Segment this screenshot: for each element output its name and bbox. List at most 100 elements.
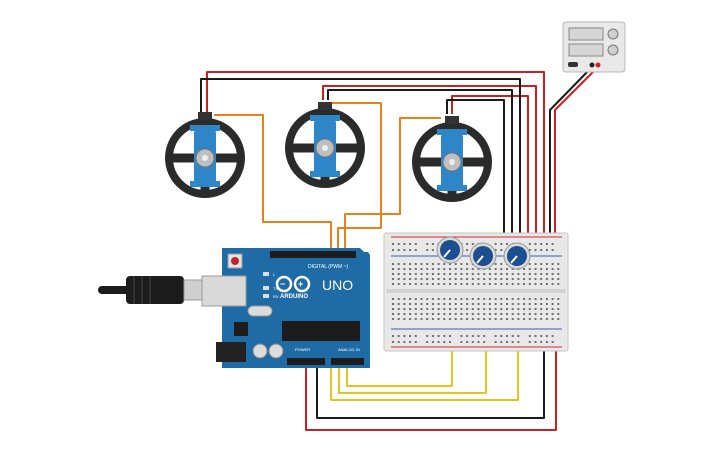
digital-header — [270, 251, 356, 258]
breadboard-hole — [454, 283, 457, 285]
breadboard-hole — [511, 298, 514, 300]
breadboard-hole — [534, 268, 537, 270]
breadboard-hole — [426, 298, 429, 300]
breadboard-hole — [409, 313, 412, 315]
breadboard-hole — [426, 268, 429, 270]
arduino-uno-board[interactable]: − + ARDUINO UNO DIGITAL (PWM ~) TX RX L … — [201, 248, 370, 368]
digital-header-label: DIGITAL (PWM ~) — [308, 264, 348, 270]
wire-power-servo-1[interactable] — [206, 71, 545, 240]
dc-power-supply[interactable] — [562, 21, 626, 73]
breadboard-hole — [540, 249, 543, 251]
servo-motor-3[interactable] — [412, 116, 492, 202]
breadboard-hole — [443, 313, 446, 315]
usb-chip — [234, 322, 248, 336]
breadboard-hole — [471, 335, 474, 337]
breadboard-hole — [528, 308, 531, 310]
breadboard-hole — [488, 318, 491, 320]
breadboard-hole — [397, 268, 400, 270]
breadboard-hole — [466, 268, 469, 270]
breadboard-hole — [471, 303, 474, 305]
breadboard-hole — [414, 273, 417, 275]
usb-plug-body — [126, 276, 184, 304]
breadboard-hole — [534, 278, 537, 280]
breadboard-hole — [443, 341, 446, 343]
wire-supply-negative[interactable] — [549, 66, 593, 240]
breadboard-hole — [454, 318, 457, 320]
positive-terminal[interactable] — [595, 62, 601, 68]
breadboard-hole — [392, 273, 394, 275]
usb-cable[interactable] — [98, 276, 211, 304]
breadboard-hole — [392, 278, 394, 280]
analog-header — [331, 358, 364, 365]
breadboard-hole — [466, 278, 469, 280]
breadboard-hole — [403, 268, 406, 270]
potentiometer-1[interactable] — [436, 236, 464, 264]
breadboard-hole — [557, 273, 560, 275]
wire-supply-positive[interactable] — [554, 66, 599, 240]
wire-power-servo-2[interactable] — [322, 85, 537, 240]
breadboard-hole — [409, 303, 412, 305]
breadboard-hole — [500, 249, 503, 251]
voltage-knob[interactable] — [607, 28, 619, 40]
breadboard-hole — [409, 335, 412, 337]
wire-arduino-5v[interactable] — [305, 342, 557, 431]
breadboard-hole — [494, 303, 497, 305]
wire-ground-servo-1[interactable] — [200, 78, 521, 240]
potentiometer-2[interactable] — [469, 242, 497, 270]
wire-power-servo-3[interactable] — [451, 95, 529, 240]
breadboard-hole — [551, 273, 554, 275]
breadboard-hole — [392, 341, 394, 343]
breadboard-hole — [471, 278, 474, 280]
power-switch[interactable] — [568, 62, 578, 67]
wire-signal-servo-3[interactable] — [344, 117, 441, 255]
breadboard-hole — [551, 313, 554, 315]
breadboard-hole — [551, 263, 554, 265]
breadboard-hole — [528, 278, 531, 280]
servo-motor-2[interactable] — [285, 102, 365, 188]
breadboard-hole — [528, 283, 531, 285]
breadboard-hole — [443, 318, 446, 320]
breadboard-hole — [545, 341, 548, 343]
breadboard-hole — [551, 303, 554, 305]
wire-signal-servo-2[interactable] — [332, 102, 382, 255]
breadboard-hole — [483, 303, 486, 305]
board-model-text: UNO — [322, 277, 353, 293]
wire-signal-servo-1[interactable] — [214, 114, 332, 255]
potentiometer-3[interactable] — [503, 242, 531, 270]
breadboard-hole — [449, 278, 451, 280]
breadboard-hole — [437, 335, 440, 337]
current-knob[interactable] — [607, 44, 619, 56]
breadboard-hole — [528, 318, 531, 320]
breadboard-hole — [460, 303, 463, 305]
breadboard-hole — [523, 283, 526, 285]
breadboard-hole — [431, 298, 434, 300]
wire-ground-servo-3[interactable] — [446, 99, 505, 240]
breadboard-hole — [437, 341, 440, 343]
breadboard-hole — [397, 308, 400, 310]
breadboard-hole — [517, 298, 520, 300]
breadboard-hole — [540, 335, 543, 337]
breadboard-hole — [545, 298, 548, 300]
breadboard-hole — [477, 278, 480, 280]
breadboard-hole — [426, 318, 429, 320]
breadboard-hole — [443, 335, 446, 337]
wire-ground-servo-2[interactable] — [327, 89, 513, 240]
wire-arduino-ground[interactable] — [316, 342, 545, 419]
breadboard-hole — [506, 341, 508, 343]
breadboard-hole — [397, 341, 400, 343]
breadboard-hole — [443, 268, 446, 270]
servo-motor-1[interactable] — [165, 112, 245, 198]
crystal-oscillator — [247, 305, 273, 317]
breadboard-hole — [545, 268, 548, 270]
breadboard-hole — [528, 303, 531, 305]
breadboard-hole — [534, 308, 537, 310]
breadboard-hole — [392, 313, 394, 315]
breadboard-hole — [460, 318, 463, 320]
breadboard-hole — [540, 243, 543, 245]
breadboard-hole — [477, 308, 480, 310]
tx-led-label: TX — [273, 286, 278, 291]
breadboard-hole — [443, 308, 446, 310]
breadboard-hole — [483, 313, 486, 315]
negative-terminal[interactable] — [589, 62, 595, 68]
breadboard-hole — [471, 313, 474, 315]
